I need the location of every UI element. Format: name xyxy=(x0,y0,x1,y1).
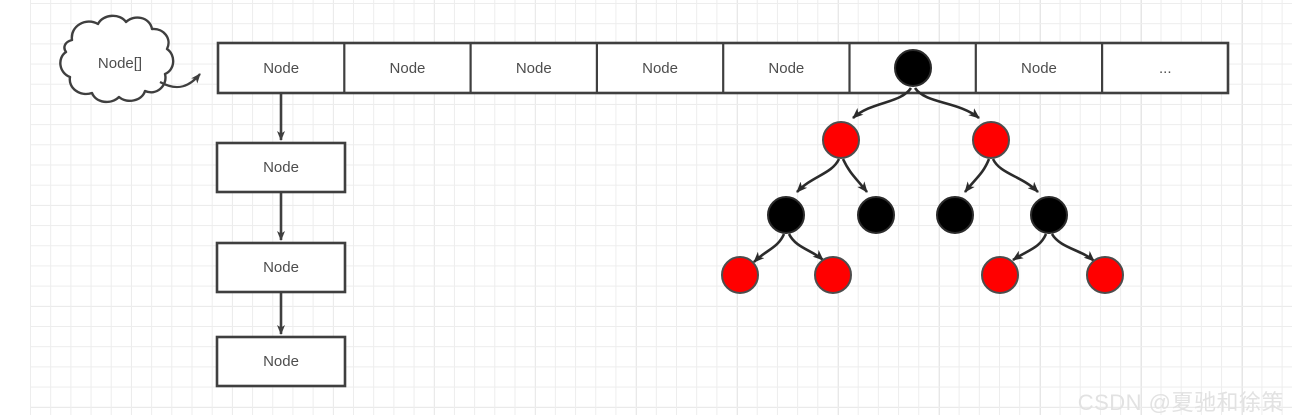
tree-edge xyxy=(991,158,1039,193)
tree-edge xyxy=(787,233,824,261)
tree-node-red xyxy=(822,121,860,159)
list-node-box xyxy=(215,335,347,388)
tree-edge xyxy=(963,158,991,193)
list-node-box xyxy=(215,141,347,194)
tree-node-red xyxy=(972,121,1010,159)
tree-edges xyxy=(753,87,1095,263)
list-node-box xyxy=(215,241,347,294)
tree-edge xyxy=(1012,233,1048,262)
tree-node-black xyxy=(936,196,974,234)
cloud-to-array-arrow xyxy=(159,73,201,89)
tree-node-red xyxy=(814,256,852,294)
tree-edge xyxy=(913,87,980,120)
linked-list-chain xyxy=(215,93,347,388)
tree-node-red xyxy=(1086,256,1124,294)
tree-edge xyxy=(852,87,913,119)
tree-node-red xyxy=(981,256,1019,294)
tree-node-black xyxy=(1030,196,1068,234)
csdn-watermark: CSDN @夏驰和徐策 xyxy=(1077,390,1284,415)
cloud-shape xyxy=(59,14,175,104)
tree-nodes xyxy=(721,49,1124,294)
tree-edge xyxy=(1050,233,1095,263)
tree-edge xyxy=(753,233,786,263)
tree-node-black xyxy=(767,196,805,234)
tree-edge xyxy=(841,158,869,193)
node-array xyxy=(216,41,1230,95)
tree-edge xyxy=(796,158,841,193)
tree-node-root-black xyxy=(894,49,932,87)
tree-node-black xyxy=(857,196,895,234)
tree-node-red xyxy=(721,256,759,294)
